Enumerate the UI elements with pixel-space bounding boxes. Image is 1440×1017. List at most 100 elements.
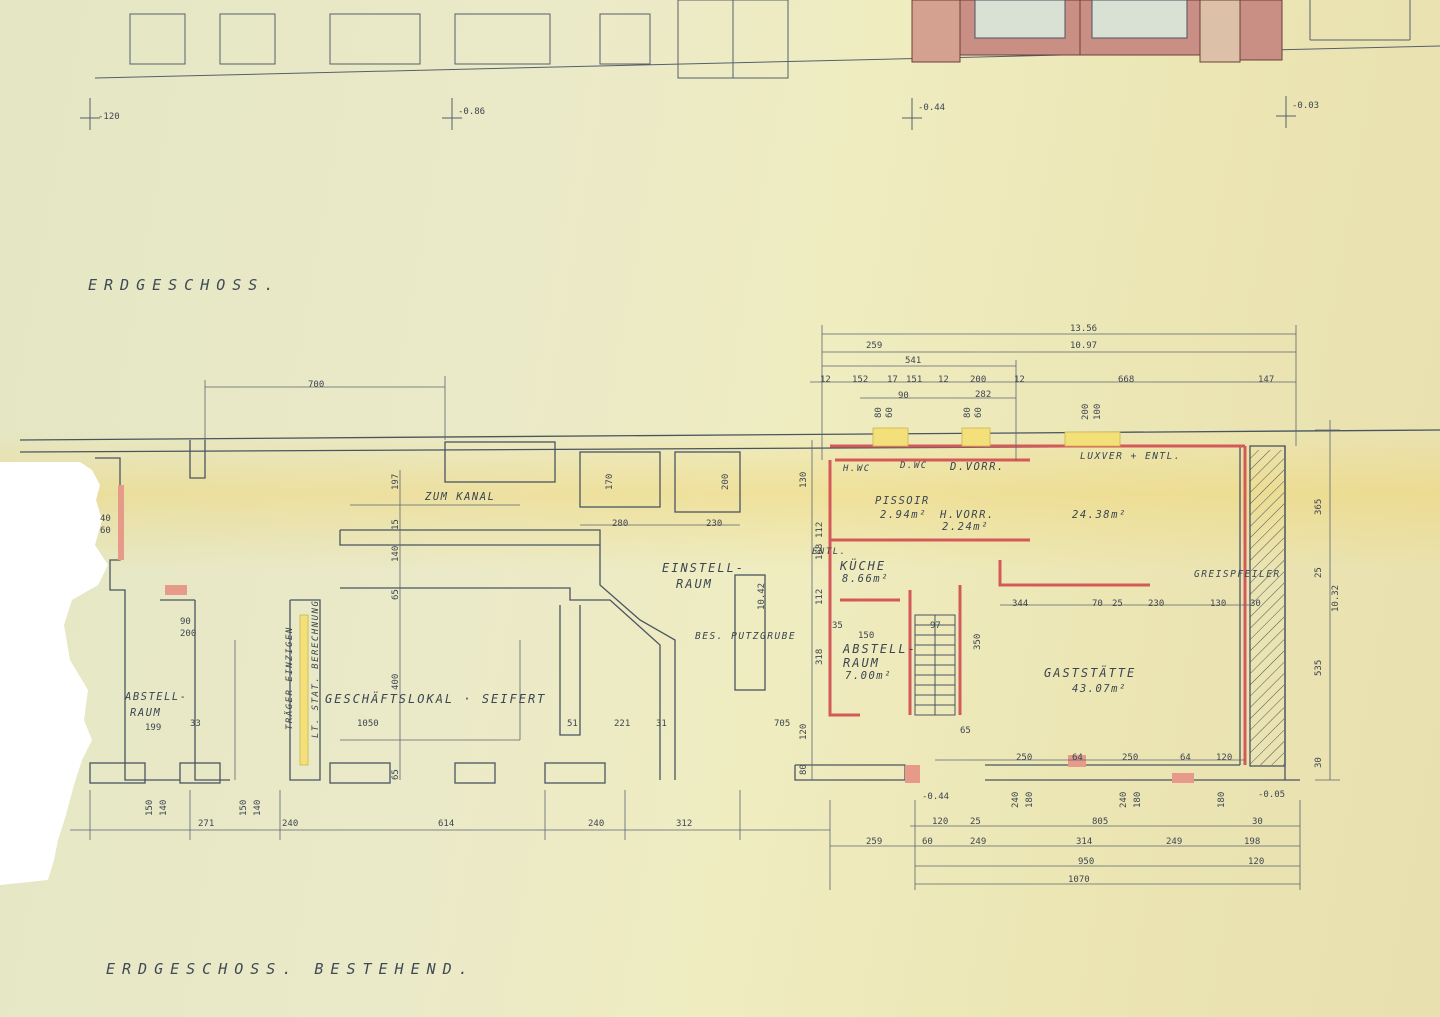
dim-60b: 60 xyxy=(974,407,984,418)
dim-b271: 271 xyxy=(198,819,215,829)
dim-v60: 60 xyxy=(100,526,111,536)
dim-b614: 614 xyxy=(438,819,455,829)
dim-i150: 150 xyxy=(858,631,875,641)
dim-b249a: 249 xyxy=(970,837,987,847)
dim-v25: 25 xyxy=(1314,567,1324,578)
label-luxver: LUXVER + ENTL. xyxy=(1080,451,1182,462)
dim-i230b: 230 xyxy=(1148,599,1165,609)
label-h-vorr: H.VORR. xyxy=(940,509,995,521)
title-erdgeschoss-bestehend: ERDGESCHOSS. BESTEHEND. xyxy=(106,960,475,978)
label-entl: ENTL. xyxy=(812,547,847,557)
dim-v168: 168 xyxy=(815,543,825,560)
label-h-wc: H.WC xyxy=(843,464,871,474)
dim-b150b: 150 xyxy=(239,799,249,816)
label-abstellraum-right-area: 7.00m² xyxy=(845,670,892,682)
label-gaststaette: GASTSTÄTTE xyxy=(1044,666,1137,680)
dim-i64a: 64 xyxy=(1072,753,1083,763)
yellow-windows xyxy=(299,427,1121,766)
dim-i344: 344 xyxy=(1012,599,1029,609)
dim-282: 282 xyxy=(975,390,992,400)
dim-1356: 13.56 xyxy=(1070,324,1098,334)
dim-i31: 31 xyxy=(656,719,667,729)
dim-b259: 259 xyxy=(866,837,883,847)
label-traeger-1: TRÄGER EINZIGEN xyxy=(285,626,295,730)
dim-i280: 280 xyxy=(612,519,629,529)
dim-b240a: 240 xyxy=(282,819,299,829)
dim-v112: 112 xyxy=(815,521,825,538)
dim-200b: 200 xyxy=(1081,403,1091,420)
dim-b120b: 120 xyxy=(1248,857,1265,867)
dim-i33: 33 xyxy=(190,719,201,729)
dim-80a: 80 xyxy=(874,407,884,418)
label-d-vorr: D.VORR. xyxy=(950,461,1005,473)
dim-i705: 705 xyxy=(774,719,791,729)
walls xyxy=(19,429,1440,784)
label-abstellraum-right-2: RAUM xyxy=(843,656,880,670)
dim-b1070: 1070 xyxy=(1068,875,1090,885)
dim-259: 259 xyxy=(866,341,883,351)
dim-i25: 25 xyxy=(1112,599,1123,609)
title-erdgeschoss: ERDGESCHOSS. xyxy=(88,276,281,294)
elevation-window xyxy=(454,13,551,65)
dim-v112b: 112 xyxy=(815,588,825,605)
elevation-window xyxy=(129,13,186,65)
dim-b240b: 240 xyxy=(588,819,605,829)
dim-i51: 51 xyxy=(567,719,578,729)
dim-b180b: 180 xyxy=(1133,791,1143,808)
dim-i65: 65 xyxy=(960,726,971,736)
dim-v535: 535 xyxy=(1314,659,1324,676)
new-walls-red xyxy=(828,444,1247,765)
level-2: -0.86 xyxy=(458,107,486,117)
elevation-window xyxy=(599,13,651,65)
dim-v65: 65 xyxy=(391,589,401,600)
level-markers xyxy=(80,96,1296,130)
dim-b30: 30 xyxy=(1252,817,1263,827)
dim-v197: 197 xyxy=(391,473,401,490)
dim-668: 668 xyxy=(1118,375,1135,385)
dim-i1050: 1050 xyxy=(357,719,379,729)
dim-b25: 25 xyxy=(970,817,981,827)
dim-541: 541 xyxy=(905,356,922,366)
dim-200: 200 xyxy=(970,375,987,385)
label-traeger-2: LT. STAT. BERECHNUNG xyxy=(311,599,321,738)
dim-i90: 90 xyxy=(180,617,191,627)
dim-v30: 30 xyxy=(1314,757,1324,768)
dim-v65b: 65 xyxy=(391,769,401,780)
dim-v318: 318 xyxy=(815,648,825,665)
dim-v130: 130 xyxy=(799,471,809,488)
elevation-brick-facade xyxy=(911,0,1283,63)
label-kueche: KÜCHE xyxy=(840,559,887,573)
label-pissoir-area: 2.94m² xyxy=(880,509,927,521)
dim-v350: 350 xyxy=(973,633,983,650)
elevation-window xyxy=(329,13,421,65)
dim-90: 90 xyxy=(898,391,909,401)
dim-v80: 80 xyxy=(799,764,809,775)
dim-i200: 200 xyxy=(180,629,197,639)
dim-700: 700 xyxy=(308,380,325,390)
label-bes-putzgrube: BES. PUTZGRUBE xyxy=(695,631,797,642)
label-area-24: 24.38m² xyxy=(1072,509,1127,521)
dim-v15: 15 xyxy=(391,519,401,530)
dim-b240c: 240 xyxy=(1011,791,1021,808)
dim-v365: 365 xyxy=(1314,498,1324,515)
dim-i250b: 250 xyxy=(1122,753,1139,763)
dim-1097: 10.97 xyxy=(1070,341,1098,351)
label-d-wc: D.WC xyxy=(900,461,928,471)
dim-v200: 200 xyxy=(721,473,731,490)
label-geschaeftslokal: GESCHÄFTSLOKAL · SEIFERT xyxy=(325,692,547,706)
red-pillars xyxy=(118,485,1194,783)
label-einstellraum-1: EINSTELL- xyxy=(662,561,746,575)
dim-i64b: 64 xyxy=(1180,753,1191,763)
dim-12b: 12 xyxy=(938,375,949,385)
label-pissoir: PISSOIR xyxy=(875,495,930,507)
dim-v40: 40 xyxy=(100,514,111,524)
dim-b60: 60 xyxy=(922,837,933,847)
dim-i250a: 250 xyxy=(1016,753,1033,763)
dimension-lines xyxy=(70,325,1340,890)
label-h-vorr-area: 2.24m² xyxy=(942,521,989,533)
torn-paper-edge xyxy=(0,462,108,885)
label-abstellraum-left-2: RAUM xyxy=(130,707,162,719)
level-1: -120 xyxy=(98,112,120,122)
level-3: -0.44 xyxy=(918,103,946,113)
